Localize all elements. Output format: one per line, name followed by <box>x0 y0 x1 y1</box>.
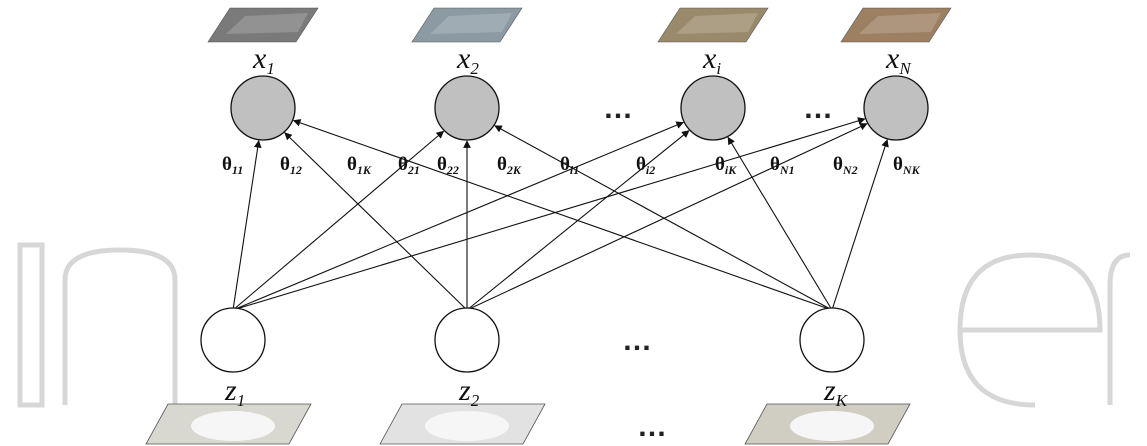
label-zK: zK <box>823 374 849 410</box>
edge-z1-x2 <box>232 130 445 311</box>
edge-zK-x1 <box>292 119 833 311</box>
label-xi: xi <box>702 42 721 78</box>
theta-label-NK: θNK <box>893 154 921 177</box>
thumbnail-layer <box>145 7 952 445</box>
label-z2: z2 <box>458 374 480 410</box>
edge-z1-xN <box>232 117 866 311</box>
node-z2 <box>434 307 500 373</box>
thumbnail-xi <box>657 7 769 43</box>
edge-zK-xi <box>727 136 833 311</box>
ellipsis-3: … <box>622 324 652 357</box>
thumbnail-highlight <box>226 13 308 34</box>
thumbnail-highlight <box>859 13 941 34</box>
nodes-layer <box>200 75 929 373</box>
node-xN <box>863 75 929 141</box>
edge-zK-xN <box>831 139 889 311</box>
thumbnail-highlight <box>430 13 512 34</box>
edge-z1-xi <box>232 121 684 311</box>
node-z1 <box>200 307 266 373</box>
thumbnail-xN <box>840 7 952 43</box>
node-xi <box>680 75 746 141</box>
ellipsis-4: … <box>637 410 667 443</box>
theta-label-22: θ22 <box>437 154 459 177</box>
watermark-outline <box>17 242 1131 408</box>
thumbnail-shape <box>191 411 275 441</box>
ellipsis-1: … <box>603 92 633 125</box>
edge-z1-x1 <box>232 139 262 311</box>
label-x1: x1 <box>252 42 275 78</box>
label-z1: z1 <box>224 374 245 410</box>
theta-label-i2: θi2 <box>636 154 655 177</box>
edge-z2-xi <box>466 130 690 311</box>
thumbnail-x2 <box>411 7 523 43</box>
thumbnail-shape <box>790 411 874 441</box>
edges-layer <box>232 117 889 311</box>
theta-label-1K: θ1K <box>347 154 372 177</box>
edge-z2-x1 <box>284 132 468 311</box>
theta-label-21: θ21 <box>398 154 420 177</box>
thumbnail-x1 <box>207 7 319 43</box>
label-xN: xN <box>885 42 912 78</box>
thumbnail-highlight <box>676 13 758 34</box>
node-x1 <box>230 75 296 141</box>
theta-label-2K: θ2K <box>497 154 522 177</box>
ellipsis-2: … <box>803 92 833 125</box>
theta-label-N1: θN1 <box>770 154 795 177</box>
theta-label-11: θ11 <box>222 154 243 177</box>
theta-label-i1: θi1 <box>560 154 579 177</box>
thumbnail-shape <box>425 411 509 441</box>
node-x2 <box>434 75 500 141</box>
edge-zK-x2 <box>494 125 833 311</box>
theta-label-iK: θiK <box>715 154 737 177</box>
theta-label-12: θ12 <box>280 154 302 177</box>
node-zK <box>799 307 865 373</box>
labels-layer: θ11 θ12 θ1K θ21 θ22 θ2K θi1 θi2 θiK θN1 θN2 θNK x1 x2… <box>222 42 921 443</box>
theta-label-N2: θN2 <box>833 154 858 177</box>
edge-z2-xN <box>466 123 868 311</box>
label-x2: x2 <box>456 42 479 78</box>
